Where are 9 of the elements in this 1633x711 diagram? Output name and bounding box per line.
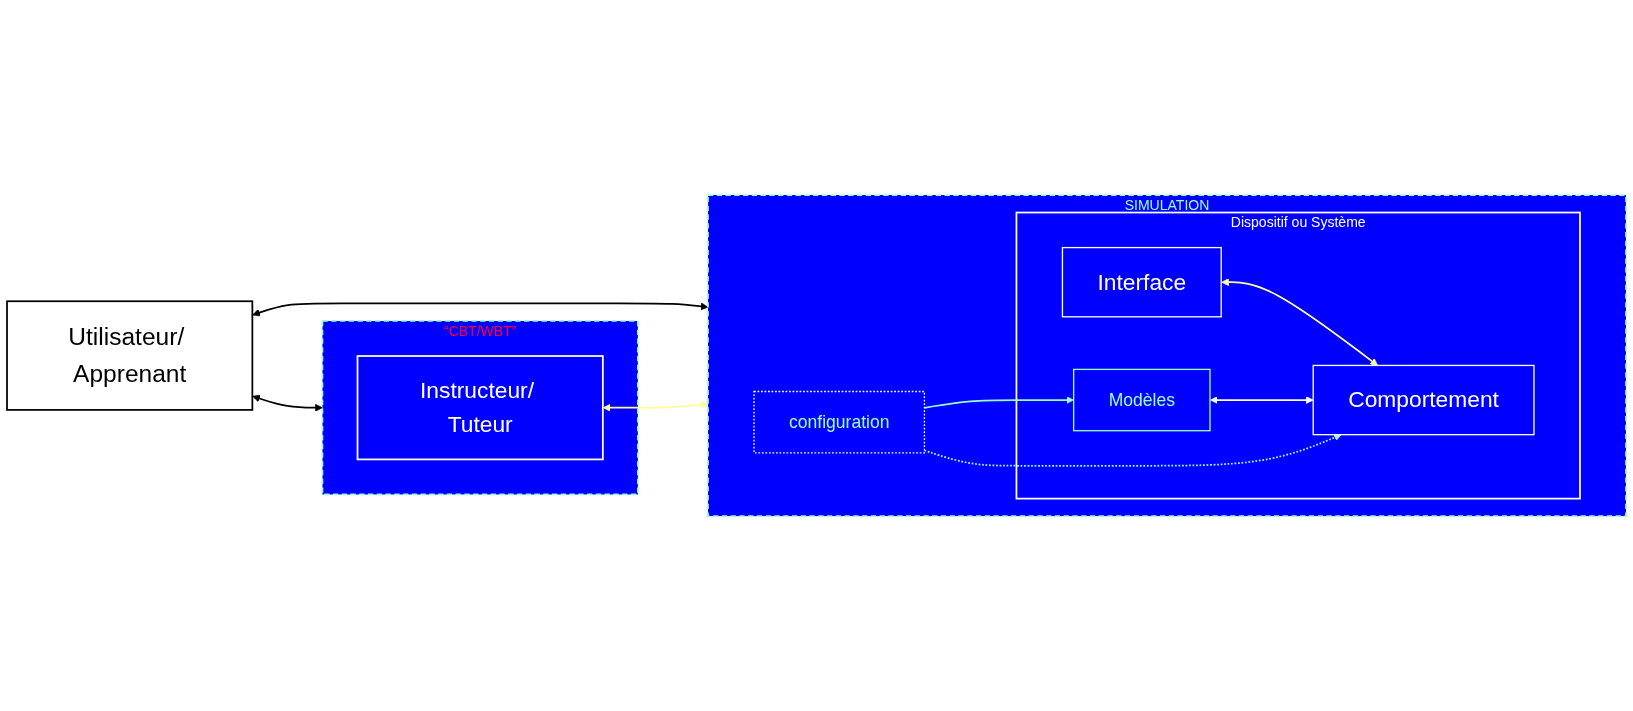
arrow xyxy=(1221,278,1378,366)
node-box: Modèles xyxy=(1073,368,1211,432)
arrow xyxy=(252,394,323,412)
arrow xyxy=(1210,396,1314,404)
node-box: Interface xyxy=(1061,246,1222,318)
node-box: Utilisateur/ Apprenant xyxy=(6,300,254,411)
node-box: configuration xyxy=(753,390,926,454)
node-box: Instructeur/ Tuteur xyxy=(356,355,604,461)
node-box: Comportement xyxy=(1312,364,1535,436)
